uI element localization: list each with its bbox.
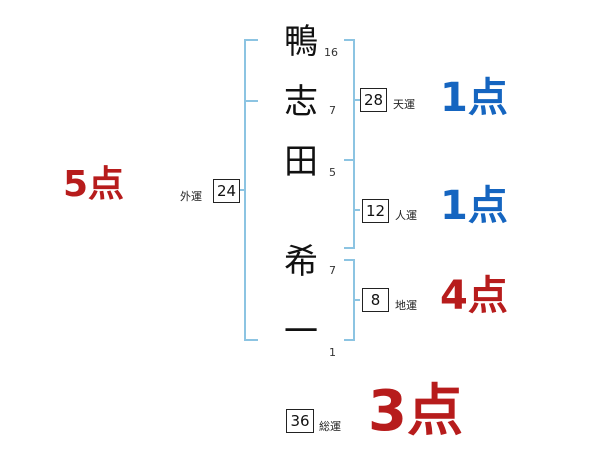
stroke-count-5: 1 [329,346,336,359]
gaiun-score: 5点 [63,164,125,205]
tenun-label: 天運 [393,98,415,111]
stroke-count-4: 7 [329,264,336,277]
souun-label: 総運 [319,420,341,433]
stroke-count-1: 16 [324,46,338,59]
tenun-value-box: 28 [360,88,387,112]
name-char-3: 田 [284,142,318,182]
gaiun-label: 外運 [180,190,202,203]
jinun-label: 人運 [395,209,417,222]
tenun-bracket [344,39,355,161]
jinun-bracket [344,159,355,249]
souun-value-box: 36 [286,409,314,433]
outer-bracket [244,39,258,341]
name-char-2: 志 [284,82,318,122]
name-char-4: 希 [284,242,318,282]
chiun-bracket [344,259,355,341]
jinun-value-box: 12 [362,199,389,223]
jinun-score: 1点 [440,183,508,229]
chiun-value-box: 8 [362,288,389,312]
souun-score: 3点 [368,379,463,444]
gaiun-value-box: 24 [213,179,240,203]
name-char-5: 一 [284,312,318,352]
chiun-label: 地運 [395,299,417,312]
name-char-1: 鴨 [284,22,318,62]
chiun-score: 4点 [440,273,508,319]
stroke-count-2: 7 [329,104,336,117]
tenun-score: 1点 [440,75,508,121]
stroke-count-3: 5 [329,166,336,179]
